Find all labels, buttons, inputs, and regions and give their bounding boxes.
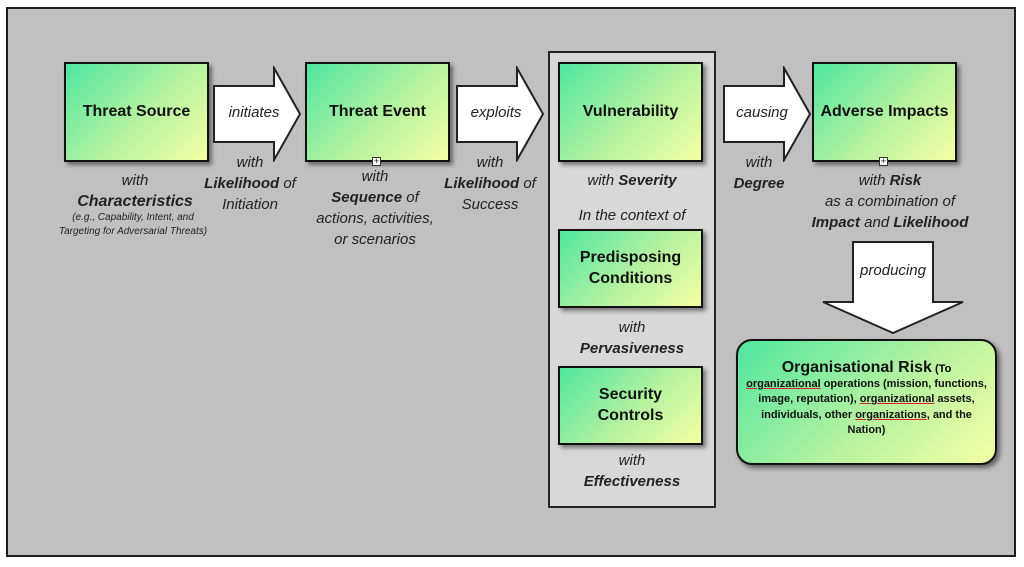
- event-with-text: with: [361, 168, 389, 185]
- initiates-label: initiates: [228, 104, 280, 121]
- security-with-text: with: [618, 452, 646, 469]
- vulnerability-box: Vulnerability: [558, 62, 703, 162]
- risk-title: Organisational Risk: [781, 359, 932, 376]
- risk-desc-1: organizational: [746, 378, 821, 390]
- source-with-text: with: [121, 172, 149, 189]
- impacts-impact-text: Impact: [811, 214, 860, 231]
- vuln-with-text: with: [587, 172, 619, 189]
- event-line2-text: actions, activities,: [316, 210, 434, 227]
- exploits-label: exploits: [470, 104, 522, 121]
- exploits-likelihood-text: Likelihood: [444, 175, 520, 192]
- initiates-of-text: of: [279, 175, 296, 192]
- impacts-with-text: with: [858, 172, 890, 189]
- threat-event-note: with Sequence of actions, activities, or…: [305, 166, 445, 250]
- initiates-with-text: with: [236, 154, 264, 171]
- adverse-impacts-note: with Risk as a combination of Impact and…: [800, 170, 980, 233]
- predisposing-conditions-box: Predisposing Conditions: [558, 229, 703, 308]
- exploits-of-text: of: [519, 175, 536, 192]
- impacts-likelihood-text: Likelihood: [893, 214, 969, 231]
- adverse-impacts-label: Adverse Impacts: [820, 102, 949, 120]
- causing-with-text: with: [745, 154, 773, 171]
- exploits-success-text: Success: [461, 196, 519, 213]
- security-note: with Effectiveness: [548, 450, 716, 492]
- risk-desc-9: Nation): [847, 424, 886, 437]
- risk-title-suffix: (To: [931, 363, 952, 375]
- event-of-text: of: [402, 189, 419, 206]
- causing-degree-text: Degree: [733, 175, 785, 192]
- risk-desc-5: assets,: [934, 393, 975, 406]
- security-effectiveness-text: Effectiveness: [583, 473, 681, 490]
- expand-icon[interactable]: +: [879, 156, 888, 166]
- event-sequence-text: Sequence: [331, 189, 403, 206]
- vulnerability-note: with Severity: [548, 170, 716, 191]
- security-controls-box: Security Controls: [558, 366, 703, 445]
- predisposing-label-1: Predisposing: [579, 248, 682, 266]
- causing-arrow: [723, 66, 812, 162]
- vulnerability-label: Vulnerability: [582, 102, 679, 120]
- predisposing-pervasiveness-text: Pervasiveness: [579, 340, 685, 357]
- vuln-severity-text: Severity: [618, 172, 677, 189]
- initiates-note: with Likelihood of Initiation: [200, 152, 300, 215]
- producing-arrow: [822, 241, 964, 335]
- causing-label: causing: [736, 104, 788, 121]
- security-label-2: Controls: [597, 406, 664, 424]
- risk-desc-6: individuals, other: [761, 408, 856, 421]
- exploits-note: with Likelihood of Success: [440, 152, 540, 215]
- impacts-line2-text: as a combination of: [824, 193, 956, 210]
- exploits-with-text: with: [476, 154, 504, 171]
- risk-desc-8: , and the: [926, 408, 972, 421]
- initiates-arrow: [213, 66, 302, 162]
- threat-event-box: Threat Event: [305, 62, 450, 162]
- threat-source-note: with Characteristics: [60, 170, 210, 213]
- risk-desc-7: organizations: [855, 408, 927, 421]
- adverse-impacts-box: Adverse Impacts: [812, 62, 957, 162]
- risk-desc-2: operations (mission, functions,: [820, 378, 987, 390]
- source-characteristics-text: Characteristics: [77, 193, 193, 210]
- context-note: In the context of: [578, 207, 686, 224]
- impacts-risk-text: Risk: [889, 172, 922, 189]
- threat-source-box: Threat Source: [64, 62, 209, 162]
- producing-label: producing: [860, 262, 926, 279]
- causing-note: with Degree: [720, 152, 798, 194]
- event-line3-text: or scenarios: [334, 231, 416, 248]
- risk-desc-3: image, reputation),: [758, 393, 860, 406]
- organisational-risk-box: Organisational Risk (To organizational o…: [736, 339, 997, 465]
- threat-source-label: Threat Source: [82, 102, 191, 120]
- initiates-likelihood-text: Likelihood: [204, 175, 280, 192]
- impacts-and-text: and: [859, 214, 894, 231]
- predisposing-label-2: Conditions: [588, 269, 673, 287]
- security-label-1: Security: [598, 385, 663, 403]
- exploits-arrow: [456, 66, 545, 162]
- threat-source-examples: (e.g., Capability, Intent, and Targeting…: [58, 212, 208, 237]
- threat-event-label: Threat Event: [329, 102, 426, 120]
- risk-description: organizational operations (mission, func…: [744, 377, 989, 439]
- initiates-initiation-text: Initiation: [222, 196, 278, 213]
- expand-icon[interactable]: +: [372, 156, 381, 166]
- predisposing-note: with Pervasiveness: [548, 317, 716, 359]
- risk-desc-4: organizational: [859, 393, 935, 406]
- predisposing-with-text: with: [618, 319, 646, 336]
